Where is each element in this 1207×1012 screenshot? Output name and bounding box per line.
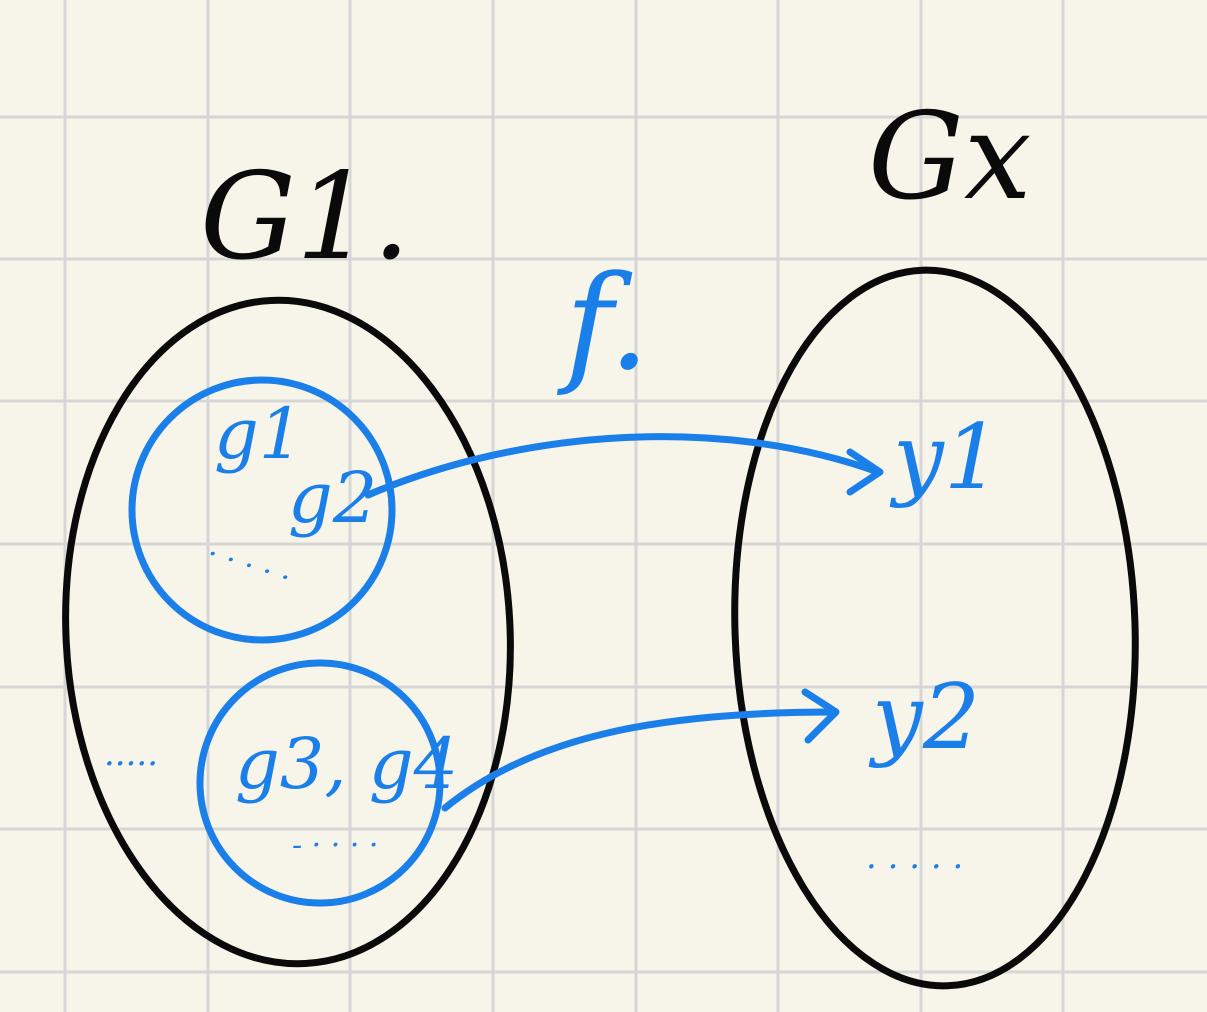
set-gx-ellipse <box>731 266 1139 990</box>
orbit-circle-lower <box>196 659 444 907</box>
element-y1: y1 <box>889 405 1001 510</box>
set-right-label: Gx <box>868 88 1032 227</box>
map-label: f. <box>557 247 650 399</box>
ellipsis-left-set: ····· <box>104 744 158 784</box>
ellipsis-lower-orbit: - · · · · <box>292 828 378 863</box>
set-g-ellipse <box>62 296 514 968</box>
orbit-circle-upper <box>128 376 396 644</box>
element-g3-g4: g3, g4 <box>235 723 458 805</box>
set-left-label: G1. <box>200 148 410 287</box>
ellipsis-right-set: · · · · · <box>866 847 963 887</box>
element-g1: g1 <box>214 393 303 475</box>
element-g2: g2 <box>288 457 377 539</box>
arrow-g3g4-to-y2 <box>441 688 840 812</box>
element-y2: y2 <box>868 665 980 770</box>
arrow-g2-to-y1 <box>364 433 884 499</box>
